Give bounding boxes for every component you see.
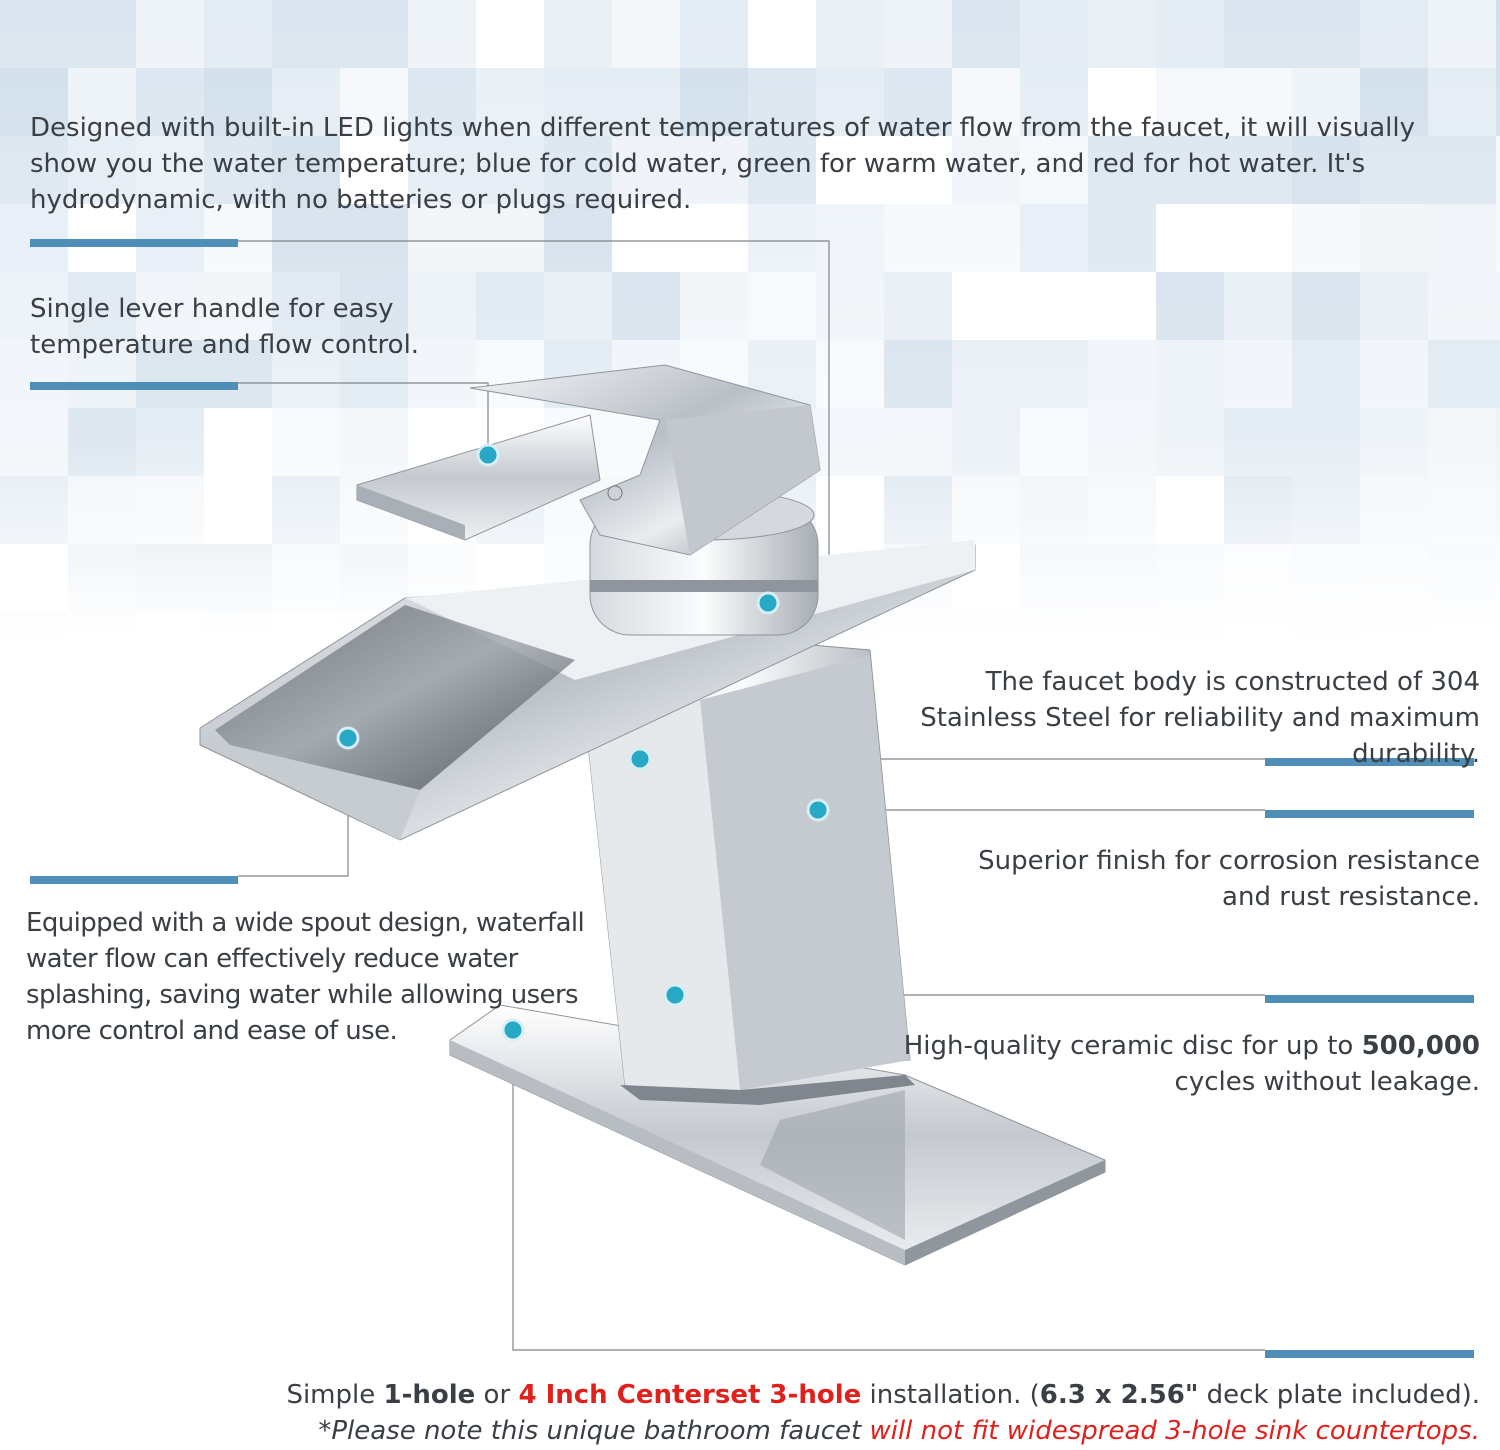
install-one-hole: 1-hole (383, 1380, 476, 1410)
hotspot-dot (663, 983, 687, 1007)
spout-callout: Equipped with a wide spout design, water… (26, 908, 585, 1046)
ceramic-text-end: cycles without leakage. (1174, 1067, 1480, 1097)
install-callout: Simple 1-hole or 4 Inch Centerset 3-hole… (100, 1377, 1480, 1413)
accent-bar (1265, 810, 1474, 818)
install-note: *Please note this unique bathroom faucet… (100, 1413, 1480, 1449)
install-centerset: 4 Inch Centerset 3-hole (518, 1380, 862, 1410)
hotspot-dot (806, 798, 830, 822)
accent-bar (1265, 758, 1474, 766)
ceramic-callout: High-quality ceramic disc for up to 500,… (900, 1028, 1480, 1100)
hotspot-dot (476, 443, 500, 467)
accent-bar (30, 382, 238, 390)
install-text: Simple (286, 1380, 384, 1410)
hotspot-dot (628, 747, 652, 771)
ceramic-cycles: 500,000 (1361, 1031, 1480, 1061)
finish-callout: Superior finish for corrosion resistance… (978, 846, 1480, 912)
install-text: installation. ( (861, 1380, 1040, 1410)
mosaic-tile-background (0, 0, 1500, 640)
install-deck-size: 6.3 x 2.56" (1039, 1380, 1199, 1410)
accent-bar (30, 876, 238, 884)
lever-callout: Single lever handle for easy temperature… (30, 294, 420, 360)
install-text: or (475, 1380, 519, 1410)
led-callout: Designed with built-in LED lights when d… (30, 113, 1416, 215)
hotspot-dot (756, 591, 780, 615)
lever-handle (356, 414, 601, 541)
note-text: *Please note this unique bathroom faucet (318, 1416, 870, 1446)
hotspot-dot (501, 1018, 525, 1042)
accent-bar (1265, 995, 1474, 1003)
ceramic-text: High-quality ceramic disc for up to (903, 1031, 1362, 1061)
accent-bar (1265, 1350, 1474, 1358)
steel-callout: The faucet body is constructed of 304 St… (920, 667, 1480, 769)
install-text: deck plate included). (1198, 1380, 1480, 1410)
accent-bar (30, 239, 238, 247)
hotspot-dot (336, 726, 360, 750)
note-warning: will not fit widespread 3-hole sink coun… (869, 1416, 1480, 1446)
